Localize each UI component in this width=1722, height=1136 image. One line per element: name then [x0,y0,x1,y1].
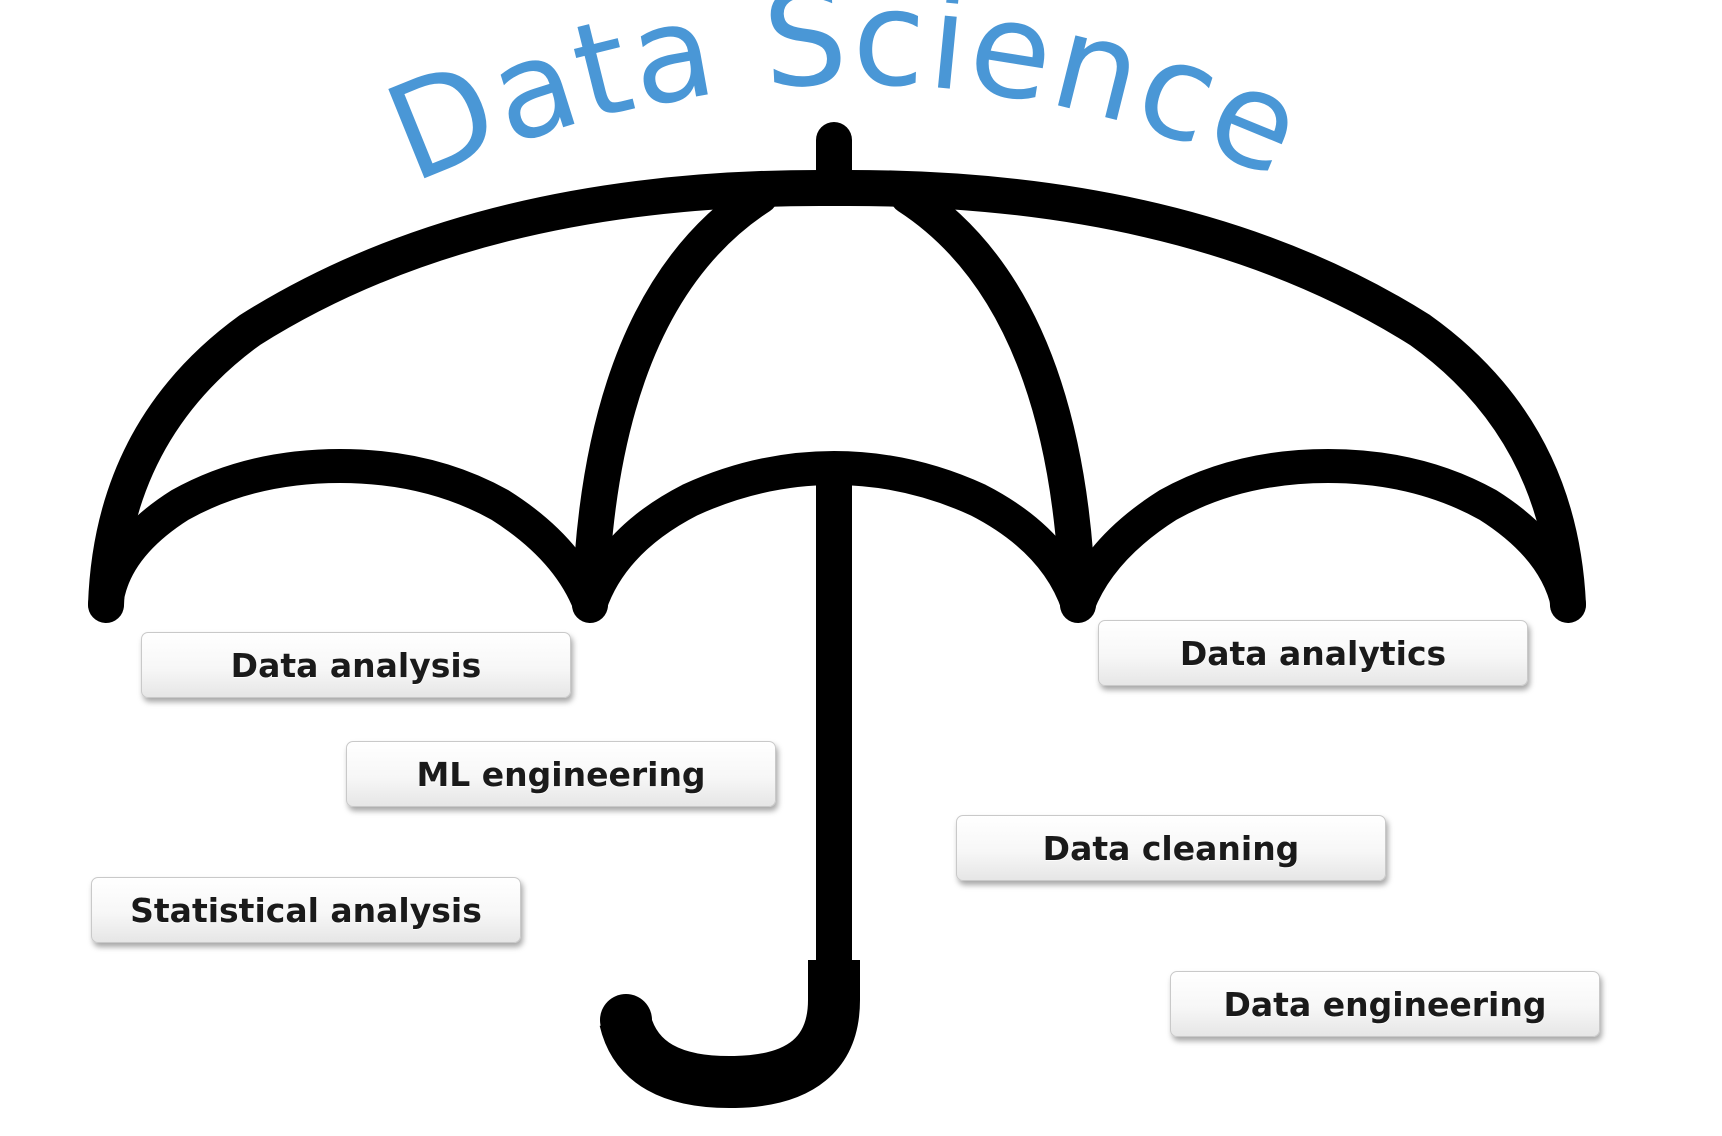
label-data-engineering: Data engineering [1223,984,1547,1024]
umbrella-rim-end-3 [1060,586,1096,622]
umbrella-icon [88,122,1586,1109]
umbrella-rim-end-1 [88,586,124,622]
umbrella-handle-tip [600,994,652,1046]
umbrella-scallop-2 [573,451,1095,622]
label-box-data-analysis: Data analysis [141,632,571,698]
umbrella-rim-end-4 [1550,586,1586,622]
label-box-ml-engineering: ML engineering [346,741,776,807]
label-box-data-cleaning: Data cleaning [956,815,1386,881]
umbrella-scallop-1 [89,449,607,622]
label-data-cleaning: Data cleaning [1042,828,1300,868]
label-statistical-analysis: Statistical analysis [130,890,482,930]
umbrella-rim-end-2 [572,586,608,622]
label-data-analysis: Data analysis [230,645,482,685]
label-box-data-analytics: Data analytics [1098,620,1528,686]
umbrella-handle [599,960,860,1109]
label-data-analytics: Data analytics [1179,633,1447,673]
umbrella-canopy-outer [88,169,1586,623]
label-ml-engineering: ML engineering [416,754,706,794]
label-box-data-engineering: Data engineering [1170,971,1600,1037]
label-box-statistical-analysis: Statistical analysis [91,877,521,943]
umbrella-rib-left [572,178,778,623]
umbrella-scallop-3 [1061,449,1585,622]
umbrella-rib-right [890,178,1096,623]
